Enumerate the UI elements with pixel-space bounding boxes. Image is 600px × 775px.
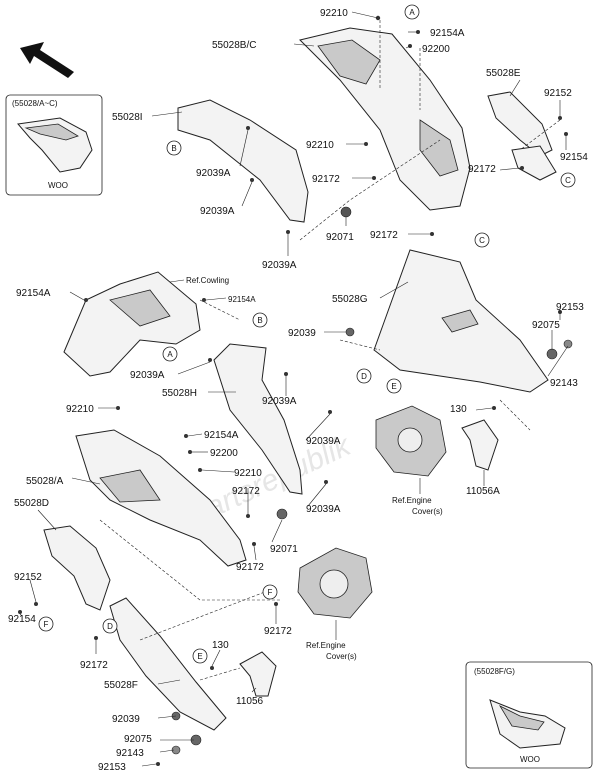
label-55028g: 55028G [332, 294, 368, 305]
label-92172-mid2: 92172 [468, 164, 496, 175]
label-92154-left: 92154 [8, 614, 36, 625]
label-92039-low: 92039 [112, 714, 140, 725]
ref-engine-low-line1: Ref.Engine [306, 641, 346, 650]
label-92071-low: 92071 [270, 544, 298, 555]
label-55028d: 55028D [14, 498, 49, 509]
cowling-frame [63, 271, 201, 377]
reference-notes: Ref.Cowling Ref.Engine Cover(s) Ref.Engi… [169, 276, 443, 661]
front-direction-arrow-icon [20, 42, 74, 78]
label-92075-right: 92075 [532, 320, 560, 331]
inner-panel-55028h [213, 343, 303, 495]
leader-lines [19, 11, 569, 767]
lower-cowl-55028g [373, 249, 549, 393]
label-92154a-ref: 92154A [228, 295, 256, 304]
inset-caption: WOO [48, 181, 68, 190]
label-55028e: 55028E [486, 68, 521, 79]
bracket-11056a [461, 419, 499, 471]
label-92039a-7: 92039A [306, 504, 341, 515]
label-55028i: 55028I [112, 112, 143, 123]
label-92075-low: 92075 [124, 734, 152, 745]
label-92154a-low: 92154A [204, 430, 239, 441]
label-92152-left: 92152 [14, 572, 42, 583]
callout-f-mid: F [268, 588, 273, 597]
inset-caption: WOO [520, 755, 540, 764]
label-92172-mid3: 92172 [370, 230, 398, 241]
label-92200-low: 92200 [210, 448, 238, 459]
inset-title: (55028/A~C) [12, 99, 58, 108]
side-panel-55028i [177, 99, 309, 223]
callout-b-left: B [171, 144, 176, 153]
callout-c-mid: C [479, 236, 485, 245]
label-92071-top: 92071 [326, 232, 354, 243]
ref-engine-right-line2: Cover(s) [412, 507, 443, 516]
callout-markers: A B C C A B D E F F D E [38, 4, 576, 664]
engine-cover-lower [297, 547, 373, 619]
label-92152-right: 92152 [544, 88, 572, 99]
label-130-low: 130 [212, 640, 229, 651]
label-130-right: 130 [450, 404, 467, 415]
label-92039a-4: 92039A [130, 370, 165, 381]
side-cowl-55028a [75, 429, 247, 567]
label-92039-right: 92039 [288, 328, 316, 339]
inset-bottom-right: (55028F/G) WOO [465, 661, 593, 769]
bracket-11056 [239, 651, 277, 697]
label-92154-right: 92154 [560, 152, 588, 163]
callout-a-left: A [167, 350, 173, 359]
label-92210-mid: 92210 [306, 140, 334, 151]
label-92153-low: 92153 [98, 762, 126, 773]
label-92172-low: 92172 [232, 486, 260, 497]
callout-c-right: C [565, 176, 571, 185]
side-panel-55028d [43, 525, 111, 611]
ref-engine-low-line2: Cover(s) [326, 652, 357, 661]
label-92172-mid1: 92172 [312, 174, 340, 185]
upper-cowl-55028bc [299, 27, 471, 211]
label-92039a-3: 92039A [262, 260, 297, 271]
callout-e-right: E [391, 382, 396, 391]
label-92200-top: 92200 [422, 44, 450, 55]
label-55028bc: 55028B/C [212, 40, 256, 51]
label-92039a-2: 92039A [200, 206, 235, 217]
inset-title: (55028F/G) [474, 667, 515, 676]
label-92210-low2: 92210 [234, 468, 262, 479]
label-92172-low2: 92172 [236, 562, 264, 573]
label-55028f: 55028F [104, 680, 138, 691]
label-92210-top: 92210 [320, 8, 348, 19]
callout-e-low: E [197, 652, 202, 661]
panel-55028e [487, 91, 557, 181]
label-55028h: 55028H [162, 388, 197, 399]
label-92210-low: 92210 [66, 404, 94, 415]
callout-d-right: D [361, 372, 367, 381]
label-92154a-top: 92154A [430, 28, 465, 39]
label-55028a: 55028/A [26, 476, 64, 487]
engine-cover-right [375, 405, 447, 477]
label-92172-left: 92172 [80, 660, 108, 671]
ref-cowling: Ref.Cowling [186, 276, 229, 285]
callout-d-low: D [107, 622, 113, 631]
ref-engine-right-line1: Ref.Engine [392, 496, 432, 505]
part-labels: 92210 92154A 55028B/C 92200 55028E 92152… [8, 8, 588, 773]
label-92143-right: 92143 [550, 378, 578, 389]
callout-b-mid: B [257, 316, 262, 325]
label-92039a-1: 92039A [196, 168, 231, 179]
lower-panel-55028f [109, 597, 227, 731]
label-92154a-left: 92154A [16, 288, 51, 299]
callout-f-left: F [44, 620, 49, 629]
assembly-dashes [99, 20, 561, 681]
label-92153-right: 92153 [556, 302, 584, 313]
label-11056a: 11056A [466, 486, 500, 497]
inset-top-left: (55028/A~C) WOO [5, 94, 103, 196]
label-92039a-5: 92039A [262, 396, 297, 407]
label-11056: 11056 [236, 696, 264, 707]
label-92039a-6: 92039A [306, 436, 341, 447]
callout-a-top: A [409, 8, 415, 17]
label-92172-low3: 92172 [264, 626, 292, 637]
label-92143-low: 92143 [116, 748, 144, 759]
